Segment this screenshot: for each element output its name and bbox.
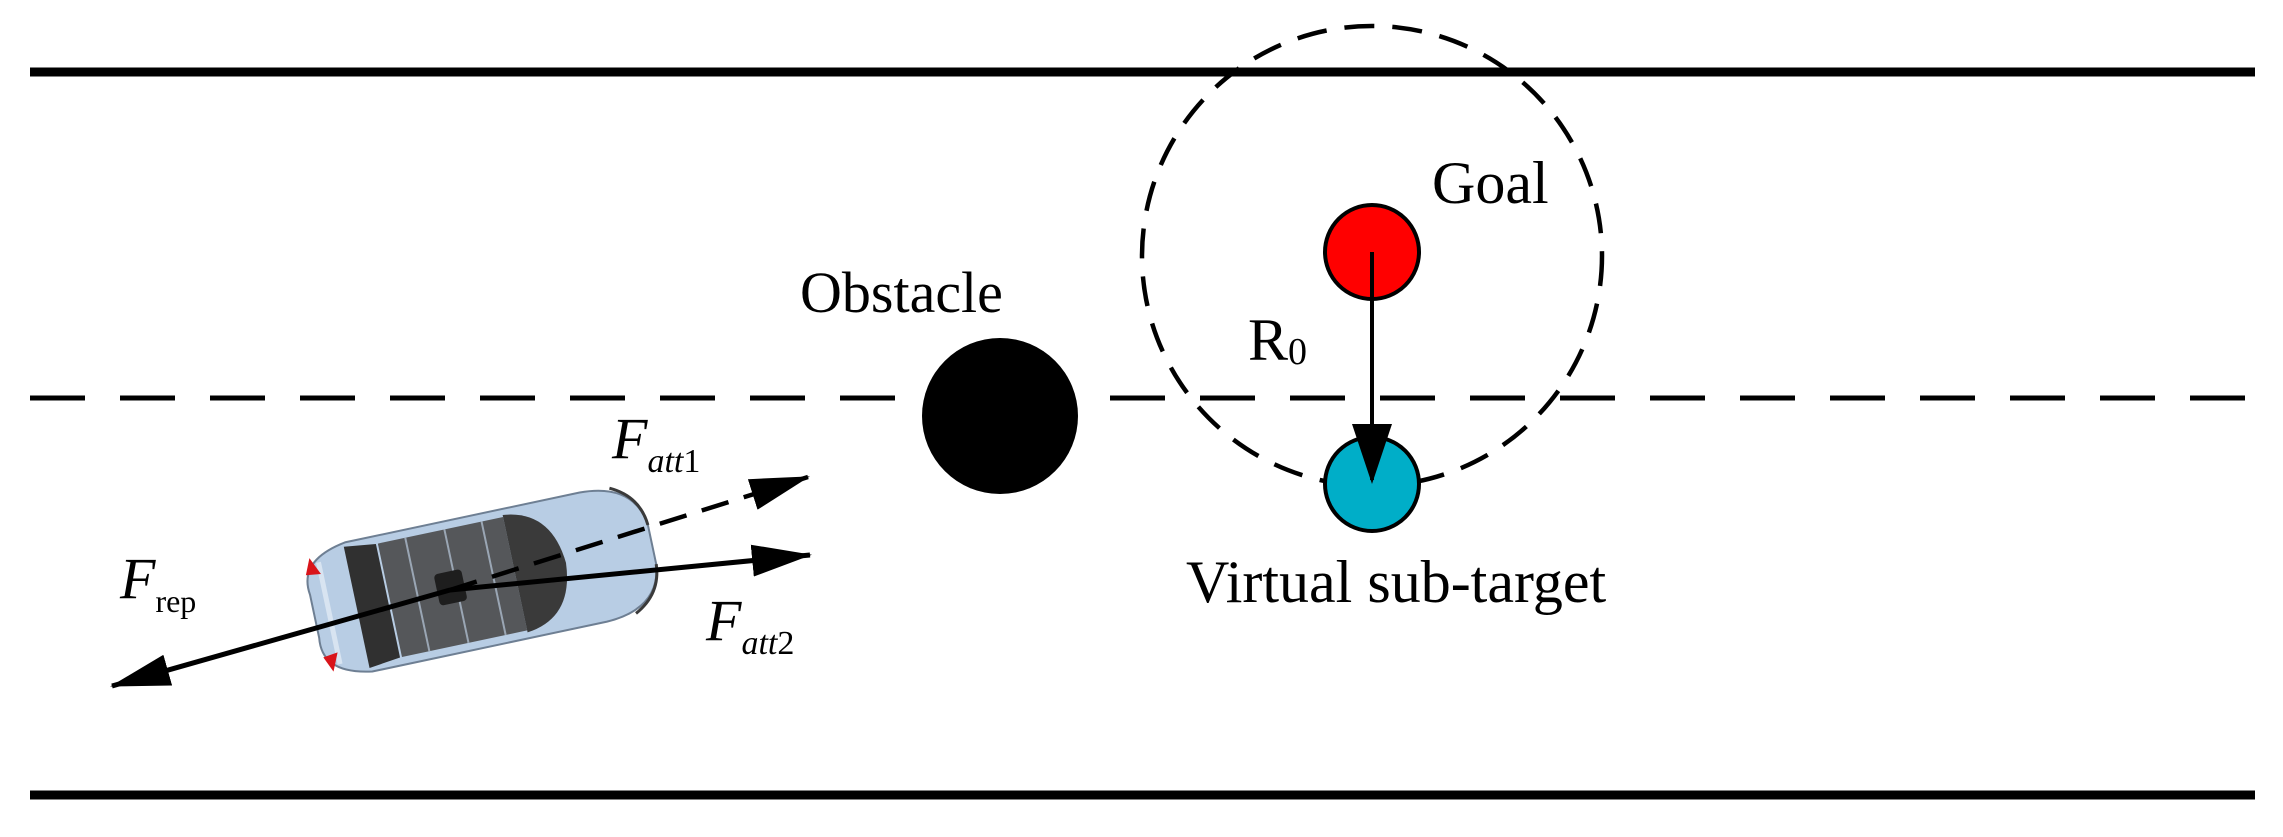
f-rep-vector (110, 587, 451, 689)
f-att1-num: 1 (683, 443, 700, 480)
obstacle-label: Obstacle (800, 260, 1003, 325)
vehicle (305, 486, 659, 673)
r0-arrowhead (1352, 424, 1392, 484)
f-att1-sub: att (647, 443, 684, 480)
r0-sub: 0 (1288, 331, 1307, 373)
f-att2-vector (449, 544, 812, 593)
r0-main: R (1248, 307, 1288, 373)
f-rep-main: F (119, 546, 156, 611)
f-rep-label: Frep (119, 546, 196, 619)
goal-label: Goal (1432, 150, 1549, 216)
r0-label: R0 (1248, 307, 1307, 373)
f-att2-label: Fatt2 (705, 588, 794, 662)
f-att2-num: 2 (777, 625, 794, 662)
virtual-subtarget-label: Virtual sub-target (1186, 549, 1607, 615)
f-att2-sub: att (741, 625, 778, 662)
f-att1-label: Fatt1 (611, 406, 700, 480)
obstacle-marker (922, 338, 1078, 494)
f-att2-main: F (705, 588, 742, 653)
f-rep-sub: rep (155, 583, 196, 619)
f-att1-vector (449, 474, 810, 593)
f-att1-main: F (611, 406, 648, 471)
